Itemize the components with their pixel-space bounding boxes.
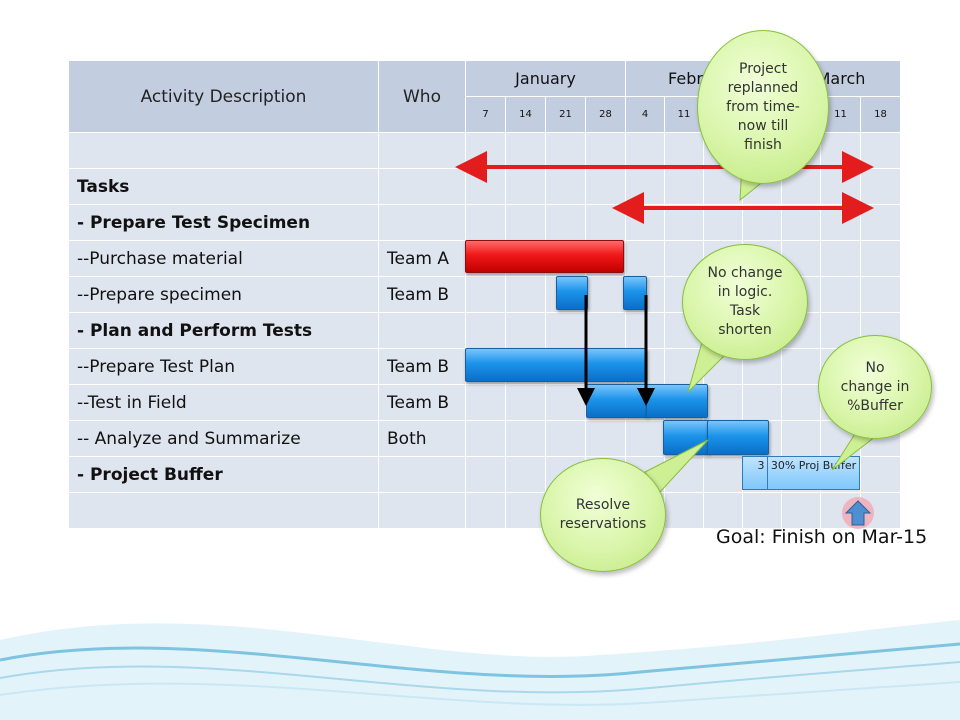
- timeline-cell: [664, 492, 704, 529]
- timeline-cell: [505, 312, 546, 349]
- who-cell: [378, 312, 466, 349]
- callout-replanned-text: Project replanned from time- now till fi…: [726, 60, 800, 153]
- timeline-cell: [505, 204, 546, 241]
- bar-prepare-test-plan: [465, 348, 647, 382]
- week-label: 28: [585, 96, 626, 133]
- week-label: 7: [465, 96, 506, 133]
- timeline-cell: [860, 132, 901, 169]
- timeline-cell: [545, 312, 586, 349]
- activity-cell: [68, 132, 379, 169]
- timeline-cell: [505, 276, 546, 313]
- who-cell: [378, 132, 466, 169]
- timeline-cell: [703, 492, 743, 529]
- who-cell: Team B: [378, 276, 466, 313]
- week-label: 14: [505, 96, 546, 133]
- timeline-cell: [860, 456, 901, 493]
- callout-no-buffer-change: No change in %Buffer: [818, 335, 932, 439]
- timeline-cell: [860, 240, 901, 277]
- callout-resolve-reservations: Resolve reservations: [540, 458, 666, 572]
- bar-purchase-material: [465, 240, 624, 273]
- callout-no-logic-text: No change in logic. Task shorten: [707, 265, 783, 338]
- timeline-cell: [820, 276, 861, 313]
- table-row: [68, 492, 901, 529]
- timeline-cell: [742, 384, 782, 421]
- activity-cell: -- Analyze and Summarize: [68, 420, 379, 457]
- bar-analyze-2: [707, 420, 769, 455]
- who-cell: [378, 168, 466, 205]
- timeline-cell: [545, 204, 586, 241]
- timeline-cell: [505, 384, 546, 421]
- who-cell: Team B: [378, 384, 466, 421]
- timeline-cell: [465, 420, 506, 457]
- timeline-cell: [465, 384, 506, 421]
- activity-cell: - Project Buffer: [68, 456, 379, 493]
- timeline-cell: [505, 492, 546, 529]
- timeline-cell: [860, 276, 901, 313]
- activity-cell: --Prepare Test Plan: [68, 348, 379, 385]
- activity-cell: --Purchase material: [68, 240, 379, 277]
- buffer-new-label: 30% Proj Buffer: [770, 459, 857, 472]
- goal-text: Goal: Finish on Mar-15: [716, 526, 928, 548]
- activity-cell: [68, 492, 379, 529]
- who-cell: [378, 492, 466, 529]
- timeline-cell: [625, 420, 665, 457]
- month-january: January: [465, 60, 626, 97]
- timeline-cell: [742, 492, 782, 529]
- activity-cell: - Prepare Test Specimen: [68, 204, 379, 241]
- bar-prepare-specimen-2: [623, 276, 647, 310]
- buffer-new: 30% Proj Buffer: [767, 456, 860, 490]
- timeline-cell: [505, 456, 546, 493]
- week-label: 18: [860, 96, 901, 133]
- bar-prepare-specimen-1: [556, 276, 588, 310]
- timeline-cell: [465, 456, 506, 493]
- timeline-cell: [505, 420, 546, 457]
- who-cell: Both: [378, 420, 466, 457]
- callout-replanned: Project replanned from time- now till fi…: [697, 30, 829, 184]
- timeline-cell: [781, 384, 821, 421]
- header-who: Who: [378, 60, 466, 133]
- activity-cell: Tasks: [68, 168, 379, 205]
- timeline-cell: [781, 420, 821, 457]
- who-cell: [378, 204, 466, 241]
- timeline-cell: [465, 276, 506, 313]
- callout-no-buffer-text: No change in %Buffer: [840, 359, 910, 414]
- timeline-cell: [820, 240, 861, 277]
- bar-test-in-field-2: [646, 384, 708, 418]
- callout-no-logic-change: No change in logic. Task shorten: [682, 244, 808, 360]
- header-activity: Activity Description: [68, 60, 379, 133]
- timeline-cell: [703, 456, 743, 493]
- up-arrow-icon: [844, 500, 872, 526]
- timeline-cell: [465, 492, 506, 529]
- who-cell: Team A: [378, 240, 466, 277]
- timeline-cell: [545, 420, 586, 457]
- callout-resolve-text: Resolve reservations: [559, 497, 647, 532]
- timeline-cell: [465, 312, 506, 349]
- timeline-cell: [585, 420, 626, 457]
- buffer-old-label: 3: [757, 459, 765, 472]
- decorative-wave: [0, 620, 960, 720]
